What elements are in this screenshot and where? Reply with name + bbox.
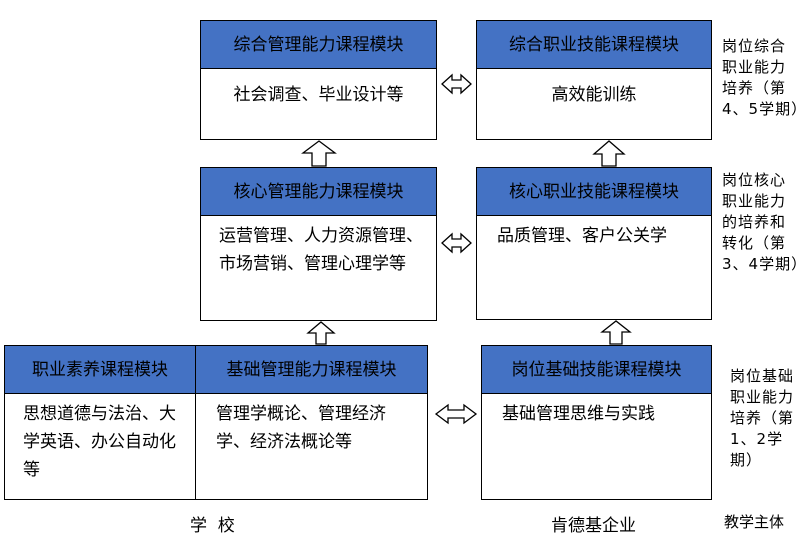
module-title: 核心职业技能课程模块 bbox=[477, 168, 711, 216]
module-content: 运营管理、人力资源管理、市场营销、管理心理学等 bbox=[219, 226, 423, 274]
school-comprehensive-module: 综合管理能力课程模块 社会调查、毕业设计等 bbox=[200, 20, 437, 140]
enterprise-comprehensive-module: 综合职业技能课程模块 高效能训练 bbox=[476, 20, 712, 140]
module-title: 基础管理能力课程模块 bbox=[196, 346, 427, 394]
stage-label-core: 岗位核心职业能力的培养和转化（第3、4学期） bbox=[722, 171, 799, 273]
module-title: 岗位基础技能课程模块 bbox=[482, 346, 711, 394]
up-arrow-school-upper bbox=[301, 140, 337, 167]
footer-school: 学 校 bbox=[190, 516, 235, 536]
module-content: 社会调查、毕业设计等 bbox=[233, 85, 404, 105]
enterprise-basic-module: 岗位基础技能课程模块 基础管理思维与实践 bbox=[481, 345, 712, 500]
module-content: 基础管理思维与实践 bbox=[502, 404, 655, 424]
module-content: 思想道德与法治、大学英语、办公自动化等 bbox=[23, 404, 176, 480]
up-arrow-enterprise-lower bbox=[600, 320, 632, 345]
module-content: 高效能训练 bbox=[551, 85, 637, 105]
enterprise-core-module: 核心职业技能课程模块 品质管理、客户公关学 bbox=[476, 167, 712, 320]
double-arrow-core bbox=[441, 232, 472, 254]
footer-enterprise: 肯德基企业 bbox=[551, 516, 636, 536]
module-content: 品质管理、客户公关学 bbox=[497, 226, 667, 246]
school-core-module: 核心管理能力课程模块 运营管理、人力资源管理、市场营销、管理心理学等 bbox=[200, 167, 437, 321]
stage-label-basic: 岗位基础职业能力培养（第1、2学期） bbox=[730, 367, 795, 469]
double-arrow-comprehensive bbox=[441, 73, 472, 95]
school-basic-module: 基础管理能力课程模块 管理学概论、管理经济学、经济法概论等 bbox=[195, 345, 428, 500]
module-content: 管理学概论、管理经济学、经济法概论等 bbox=[216, 404, 386, 452]
double-arrow-basic bbox=[434, 403, 478, 425]
module-title: 综合管理能力课程模块 bbox=[201, 21, 436, 69]
module-title: 综合职业技能课程模块 bbox=[477, 21, 711, 69]
module-title: 职业素养课程模块 bbox=[5, 346, 195, 394]
up-arrow-enterprise-upper bbox=[592, 140, 626, 167]
footer-subject: 教学主体 bbox=[724, 513, 785, 531]
school-quality-module: 职业素养课程模块 思想道德与法治、大学英语、办公自动化等 bbox=[4, 345, 196, 500]
up-arrow-school-lower bbox=[306, 321, 336, 345]
stage-label-comprehensive: 岗位综合职业能力培养（第4、5学期） bbox=[722, 37, 799, 118]
module-title: 核心管理能力课程模块 bbox=[201, 168, 436, 216]
